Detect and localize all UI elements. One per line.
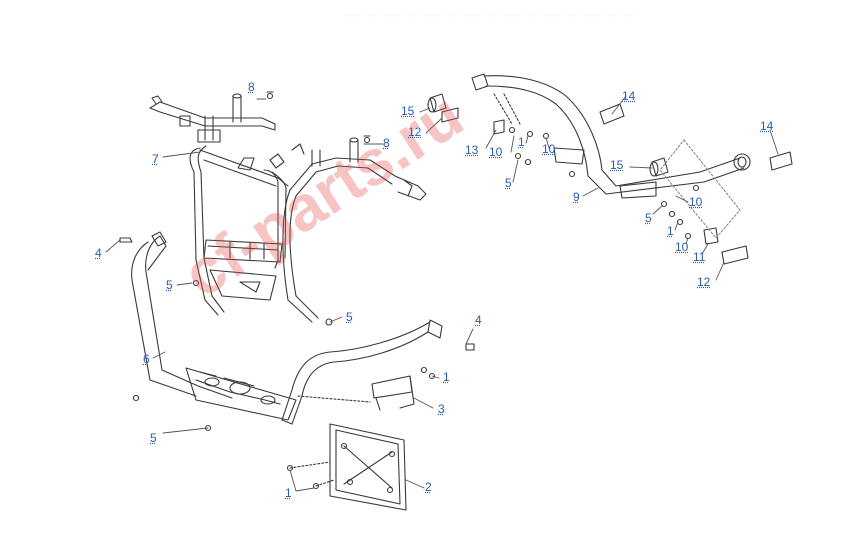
callout-part-2[interactable]: 2: [425, 480, 432, 494]
callout-part-8[interactable]: 8: [248, 80, 255, 94]
callout-part-10[interactable]: 10: [489, 145, 503, 159]
upper-frame: [149, 91, 427, 326]
leader-lines: [105, 95, 779, 492]
callout-part-8[interactable]: 8: [383, 136, 390, 150]
callout-part-10[interactable]: 10: [689, 195, 703, 209]
callout-part-5[interactable]: 5: [505, 176, 512, 190]
callout-part-10[interactable]: 10: [542, 142, 556, 156]
callout-part-10[interactable]: 10: [675, 240, 689, 254]
callout-part-4[interactable]: 4: [95, 246, 102, 260]
plate-bracket: [286, 366, 436, 511]
front-bumper: [119, 231, 475, 432]
callout-part-3[interactable]: 3: [438, 402, 445, 416]
callout-part-5[interactable]: 5: [166, 278, 173, 292]
callout-part-15[interactable]: 15: [610, 158, 624, 172]
callout-part-14[interactable]: 14: [622, 89, 636, 103]
callout-part-14[interactable]: 14: [760, 119, 774, 133]
callout-part-6[interactable]: 6: [143, 352, 150, 366]
callout-part-7[interactable]: 7: [152, 152, 159, 166]
callout-part-1[interactable]: 1: [667, 224, 674, 238]
callout-part-4[interactable]: 4: [475, 313, 482, 327]
callout-part-1[interactable]: 1: [285, 486, 292, 500]
callout-part-5[interactable]: 5: [150, 431, 157, 445]
callout-part-11[interactable]: 11: [693, 250, 706, 264]
callout-part-1[interactable]: 1: [443, 370, 450, 384]
callout-part-1[interactable]: 1: [518, 135, 525, 149]
callout-part-15[interactable]: 15: [401, 104, 415, 118]
callout-part-5[interactable]: 5: [346, 310, 353, 324]
callout-part-13[interactable]: 13: [465, 143, 479, 157]
callout-part-12[interactable]: 12: [408, 125, 422, 139]
header-watermark: ········································…: [342, 8, 638, 22]
callout-part-9[interactable]: 9: [573, 190, 580, 204]
callout-part-5[interactable]: 5: [645, 211, 652, 225]
callout-part-12[interactable]: 12: [697, 275, 711, 289]
